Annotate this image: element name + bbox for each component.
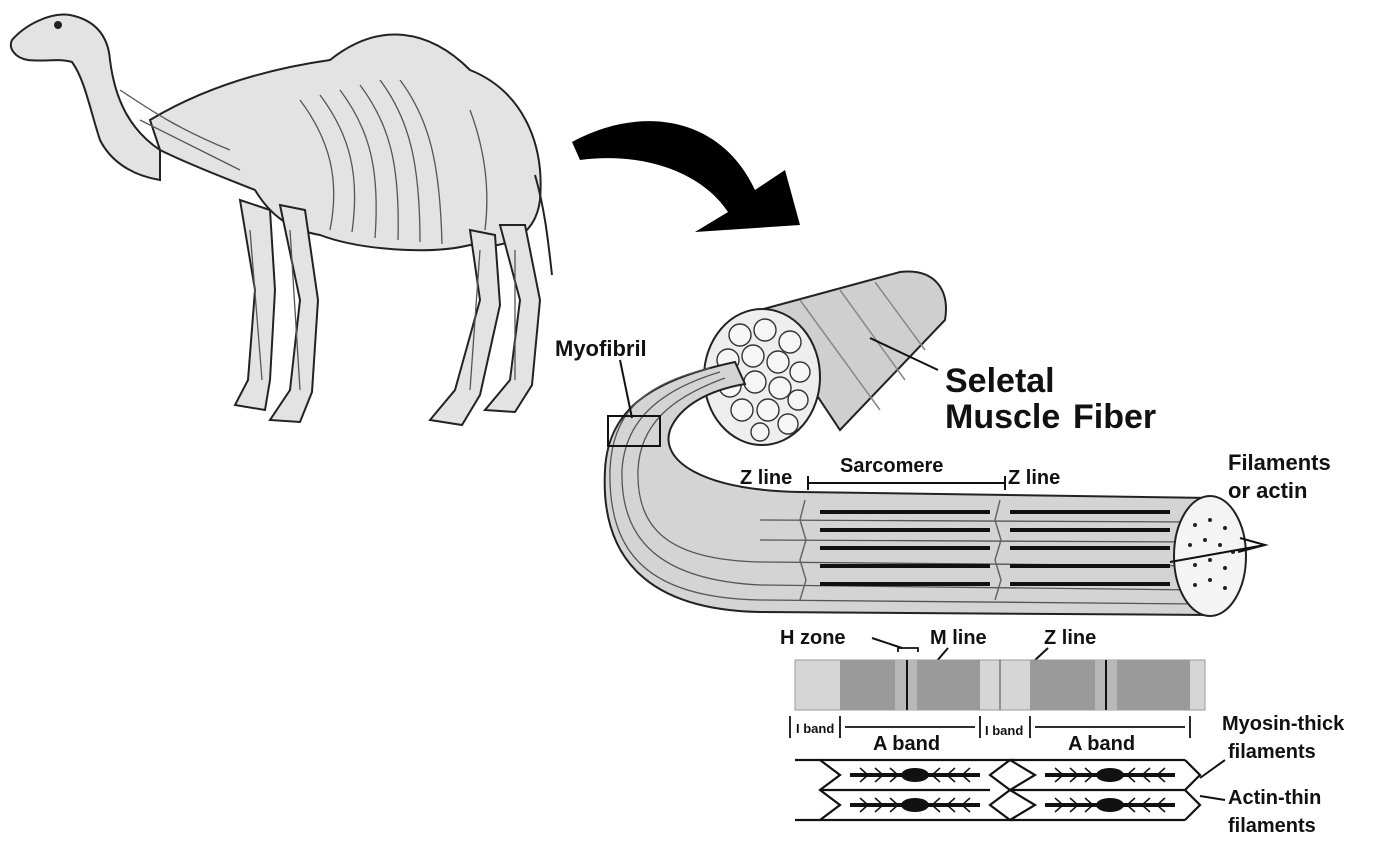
fiber-label-line1: Seletal: [945, 362, 1055, 400]
z-line-left-label: Z line: [740, 467, 792, 489]
actin-label-line1: Actin-thin: [1228, 787, 1321, 809]
myofibril-tube: [603, 360, 1247, 617]
sarcomere-band-strip: [794, 647, 1206, 711]
camel-illustration: [9, 13, 553, 427]
a-band-label-2: A band: [1068, 733, 1135, 755]
filament-schematic: [795, 758, 1202, 822]
sarcomere-label: Sarcomere: [840, 455, 943, 477]
h-zone-label: H zone: [780, 627, 846, 649]
filament-end-dots: [1188, 518, 1235, 590]
myofibril-label: Myofibril: [555, 336, 647, 361]
i-band-label-2: I band: [985, 723, 1023, 738]
myosin-label-line2: filaments: [1228, 741, 1316, 763]
myofibril-callout-box: [607, 415, 661, 447]
filaments-label-line1: Filaments: [1228, 450, 1331, 475]
actin-label-line2: filaments: [1228, 815, 1316, 837]
z-line-marks: [799, 499, 1002, 601]
a-band-label-1: A band: [873, 733, 940, 755]
thick-filament-marks: [820, 510, 1170, 586]
pointer-lines: [619, 337, 1269, 801]
fiber-label-line2b: Fiber: [1073, 398, 1156, 436]
fiber-label-line2a: Muscle: [945, 398, 1060, 436]
myosin-label-line1: Myosin-thick: [1222, 713, 1345, 735]
m-line-label: M line: [930, 627, 987, 649]
z-line-bottom-label: Z line: [1044, 627, 1096, 649]
filaments-label-line2: or actin: [1228, 478, 1307, 503]
band-dimension-arrows: [789, 716, 1191, 738]
curved-arrow: [572, 121, 800, 232]
i-band-label-1: I band: [796, 721, 834, 736]
z-line-right-label: Z line: [1008, 467, 1060, 489]
muscle-fiber-bundle: [703, 270, 947, 446]
